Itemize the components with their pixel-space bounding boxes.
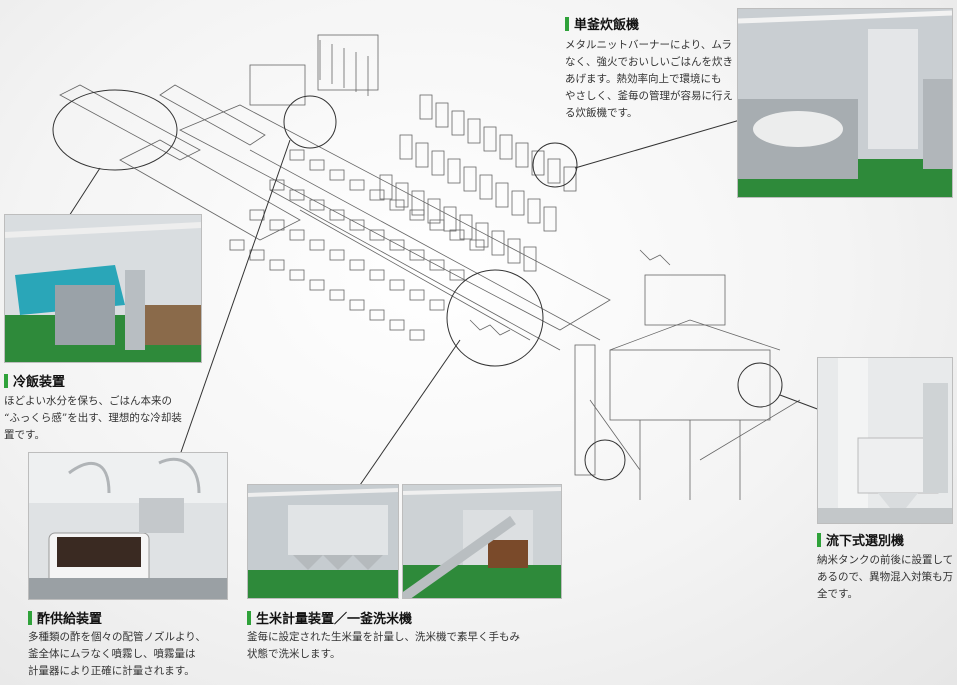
photo-rice-cooker bbox=[737, 8, 953, 198]
callout-rice-cooker-body: メタルニットバーナーにより、ムラ なく、強火でおいしいごはんを炊き あげます。熱… bbox=[565, 37, 733, 122]
rice-weighing-title-text: 生米計量装置／一釜洗米機 bbox=[256, 612, 413, 627]
rice-cooker-line: あげます。熱効率向上で環境にも bbox=[565, 73, 722, 85]
vinegar-title-text: 酢供給装置 bbox=[37, 612, 103, 627]
vinegar-line: 多種類の酢を個々の配管ノズルより、 bbox=[28, 631, 206, 643]
rice-cooler-line: 置です。 bbox=[4, 429, 45, 441]
sorter-line: 全です。 bbox=[817, 588, 858, 600]
callout-rice-cooker: 単釜炊飯機 メタルニットバーナーにより、ムラ なく、強火でおいしいごはんを炊き … bbox=[565, 14, 733, 122]
vinegar-line: 釜全体にムラなく噴霧し、噴霧量は bbox=[28, 648, 196, 660]
vinegar-line: 計量器により正確に計量されます。 bbox=[28, 665, 195, 677]
rice-cooler-line: “ふっくら感”を出す、理想的な冷却装 bbox=[4, 412, 182, 424]
callout-rice-weighing-title: 生米計量装置／一釜洗米機 bbox=[247, 608, 567, 627]
callout-rice-cooler: 冷飯装置 ほどよい水分を保ち、ごはん本来の “ふっくら感”を出す、理想的な冷却装… bbox=[4, 371, 204, 444]
rice-cooker-title-text: 単釜炊飯機 bbox=[574, 18, 640, 33]
photo-rice-cooler bbox=[4, 214, 202, 363]
callout-vinegar-body: 多種類の酢を個々の配管ノズルより、 釜全体にムラなく噴霧し、噴霧量は 計量器によ… bbox=[28, 629, 233, 680]
accent-bar bbox=[817, 532, 821, 547]
detail-circle-sorter bbox=[737, 362, 783, 408]
rice-cooker-line: なく、強火でおいしいごはんを炊き bbox=[565, 56, 733, 68]
callout-sorter-title: 流下式選別機 bbox=[817, 530, 955, 549]
photo-rice-washer bbox=[402, 484, 562, 599]
rice-cooker-line: やさしく、釜毎の管理が容易に行え bbox=[565, 90, 733, 102]
sorter-line: あるので、異物混入対策も万 bbox=[817, 571, 954, 583]
callout-rice-weighing-body: 釜毎に設定された生米量を計量し、洗米機で素早く手もみ 状態で洗米します。 bbox=[247, 629, 567, 663]
detail-circle-sorter-2 bbox=[584, 439, 626, 481]
callout-sorter-body: 納米タンクの前後に設置して あるので、異物混入対策も万 全です。 bbox=[817, 552, 955, 603]
rice-cooler-line: ほどよい水分を保ち、ごはん本来の bbox=[4, 395, 172, 407]
sorter-title-text: 流下式選別機 bbox=[826, 534, 905, 549]
rice-weighing-line: 釜毎に設定された生米量を計量し、洗米機で素早く手もみ bbox=[247, 631, 520, 643]
detail-circle-cooker bbox=[532, 142, 578, 188]
accent-bar bbox=[247, 610, 251, 625]
callout-rice-weighing: 生米計量装置／一釜洗米機 釜毎に設定された生米量を計量し、洗米機で素早く手もみ … bbox=[247, 608, 567, 663]
callout-vinegar-title: 酢供給装置 bbox=[28, 608, 233, 627]
detail-circle-vinegar bbox=[446, 269, 544, 367]
callout-sorter: 流下式選別機 納米タンクの前後に設置して あるので、異物混入対策も万 全です。 bbox=[817, 530, 955, 603]
rice-cooker-line: メタルニットバーナーにより、ムラ bbox=[565, 39, 732, 51]
accent-bar bbox=[28, 610, 32, 625]
rice-weighing-line: 状態で洗米します。 bbox=[247, 648, 341, 660]
sorter-line: 納米タンクの前後に設置して bbox=[817, 554, 954, 566]
callout-rice-cooker-title: 単釜炊飯機 bbox=[565, 14, 733, 33]
callout-rice-cooler-title: 冷飯装置 bbox=[4, 371, 204, 390]
photo-vinegar-supply bbox=[28, 452, 228, 600]
rice-cooker-line: る炊飯機です。 bbox=[565, 107, 638, 119]
callout-vinegar: 酢供給装置 多種類の酢を個々の配管ノズルより、 釜全体にムラなく噴霧し、噴霧量は… bbox=[28, 608, 233, 680]
accent-bar bbox=[4, 373, 8, 388]
accent-bar bbox=[565, 16, 569, 31]
photo-sorter bbox=[817, 357, 953, 524]
callout-rice-cooler-body: ほどよい水分を保ち、ごはん本来の “ふっくら感”を出す、理想的な冷却装 置です。 bbox=[4, 393, 204, 444]
rice-cooler-title-text: 冷飯装置 bbox=[13, 375, 66, 390]
detail-circle-cooler bbox=[52, 89, 178, 171]
photo-rice-weighing bbox=[247, 484, 399, 599]
detail-circle-weighing bbox=[283, 95, 337, 149]
